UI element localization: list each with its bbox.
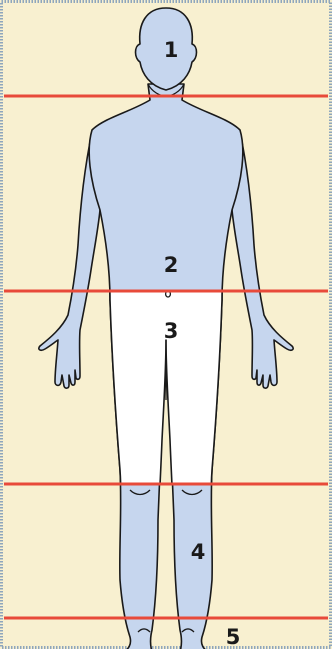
zone-label-1: 1 <box>164 38 179 62</box>
zone-label-3: 3 <box>164 319 179 343</box>
zone-label-2: 2 <box>164 253 179 277</box>
zone-label-4: 4 <box>191 540 206 564</box>
zone-label-5: 5 <box>226 625 241 649</box>
